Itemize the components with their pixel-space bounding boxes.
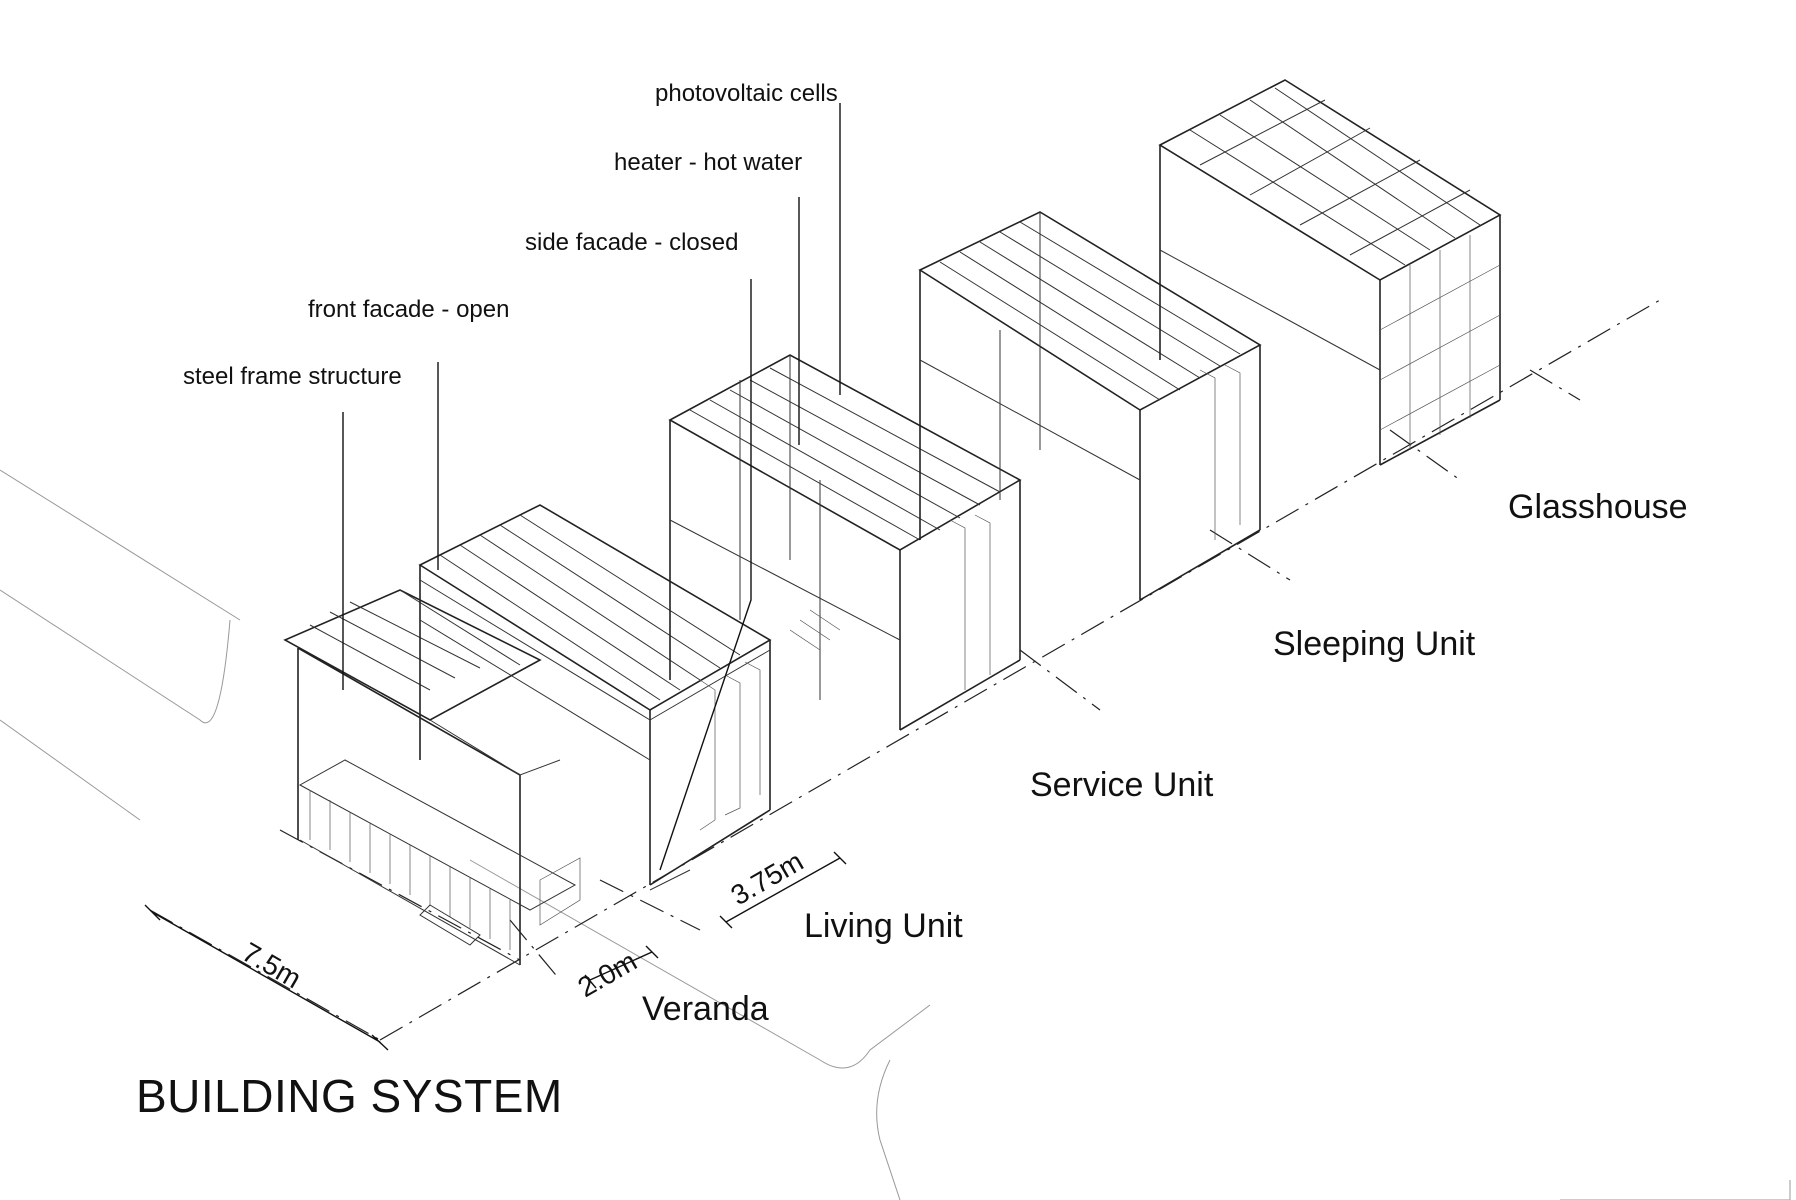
label-steel-frame-structure: steel frame structure bbox=[183, 363, 402, 390]
glasshouse-module bbox=[1158, 79, 1502, 466]
veranda-module bbox=[283, 589, 581, 966]
label-photovoltaic-cells: photovoltaic cells bbox=[655, 80, 838, 107]
label-living-unit: Living Unit bbox=[804, 907, 963, 945]
living-unit-module bbox=[418, 504, 772, 891]
ground-outline bbox=[0, 469, 1791, 1200]
dimension-veranda-width: 2.0m bbox=[573, 945, 642, 1003]
page-title: BUILDING SYSTEM bbox=[136, 1070, 563, 1122]
dimension-depth: 7.5m bbox=[237, 936, 306, 994]
label-front-facade-open: front facade - open bbox=[308, 296, 509, 323]
dimension-living-width: 3.75m bbox=[726, 845, 809, 911]
dimension-lines bbox=[144, 851, 847, 1051]
label-sleeping-unit: Sleeping Unit bbox=[1273, 625, 1476, 663]
label-glasshouse: Glasshouse bbox=[1508, 488, 1688, 526]
service-unit-module bbox=[668, 354, 1022, 731]
label-side-facade-closed: side facade - closed bbox=[525, 229, 738, 256]
label-service-unit: Service Unit bbox=[1030, 766, 1214, 804]
sleeping-unit-module bbox=[918, 211, 1262, 601]
label-veranda: Veranda bbox=[642, 990, 769, 1028]
label-heater-hot-water: heater - hot water bbox=[614, 149, 802, 176]
callout-leaders bbox=[342, 103, 841, 871]
